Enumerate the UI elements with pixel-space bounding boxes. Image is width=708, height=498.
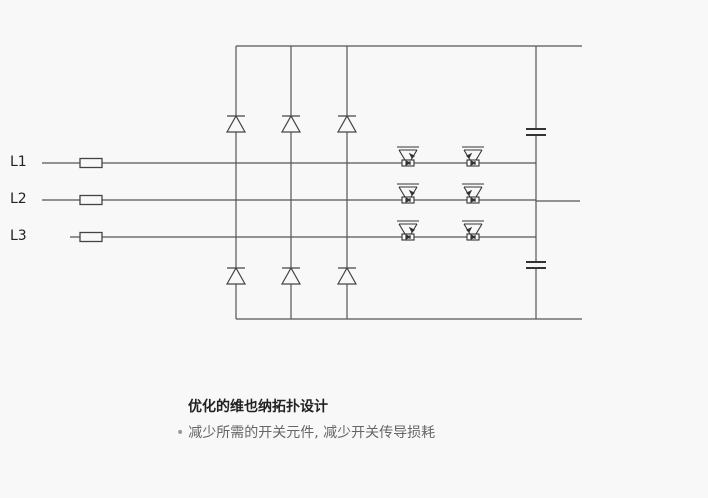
fuse-l1 [79,157,103,169]
igbt-switch-1-2 [462,146,484,167]
capacitor-lower [526,261,546,269]
igbt-switch-1-1 [397,146,419,167]
diode-lower-1 [225,266,247,285]
diode-upper-3 [336,114,358,133]
lower-diodes [225,266,358,285]
diode-upper-2 [280,114,302,133]
caption-subtitle: •减少所需的开关元件, 减少开关传导损耗 [176,422,435,442]
phase-label-l1: L1 [10,154,27,170]
caption-title: 优化的维也纳拓扑设计 [188,399,328,415]
capacitors [526,128,546,269]
phase-label-l3: L3 [10,228,27,244]
diode-lower-2 [280,266,302,285]
diode-lower-3 [336,266,358,285]
igbt-switch-3-1 [397,220,419,241]
igbt-switch-2-1 [397,183,419,204]
upper-diodes [225,114,358,133]
fuses [79,157,103,243]
bullet-dot-icon: • [176,425,185,441]
capacitor-upper [526,128,546,136]
phase-label-l2: L2 [10,191,27,207]
fuse-l2 [79,194,103,206]
fuse-l3 [79,231,103,243]
diode-upper-1 [225,114,247,133]
igbt-switch-2-2 [462,183,484,204]
igbt-switch-3-2 [462,220,484,241]
caption-subtitle-text: 减少所需的开关元件, 减少开关传导损耗 [188,425,436,441]
bidirectional-switches [397,146,484,241]
